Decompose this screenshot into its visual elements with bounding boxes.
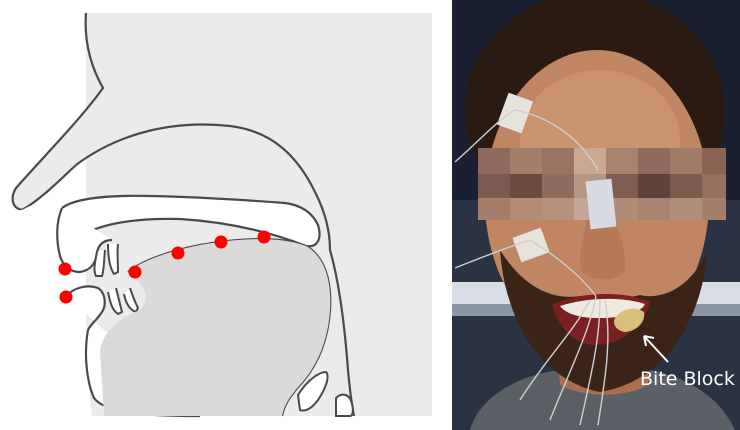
sensor-marker — [129, 266, 142, 279]
sensor-marker — [172, 247, 185, 260]
sensor-marker — [59, 263, 72, 276]
sensor-marker — [215, 236, 228, 249]
vocal-tract-diagram — [0, 0, 440, 430]
tape-nose — [586, 179, 617, 229]
bite-block-label: Bite Block — [640, 368, 735, 390]
sensor-marker — [258, 231, 271, 244]
sensor-marker — [60, 291, 73, 304]
subject-photo: Bite Block — [452, 0, 740, 430]
larynx-outline — [336, 395, 353, 416]
